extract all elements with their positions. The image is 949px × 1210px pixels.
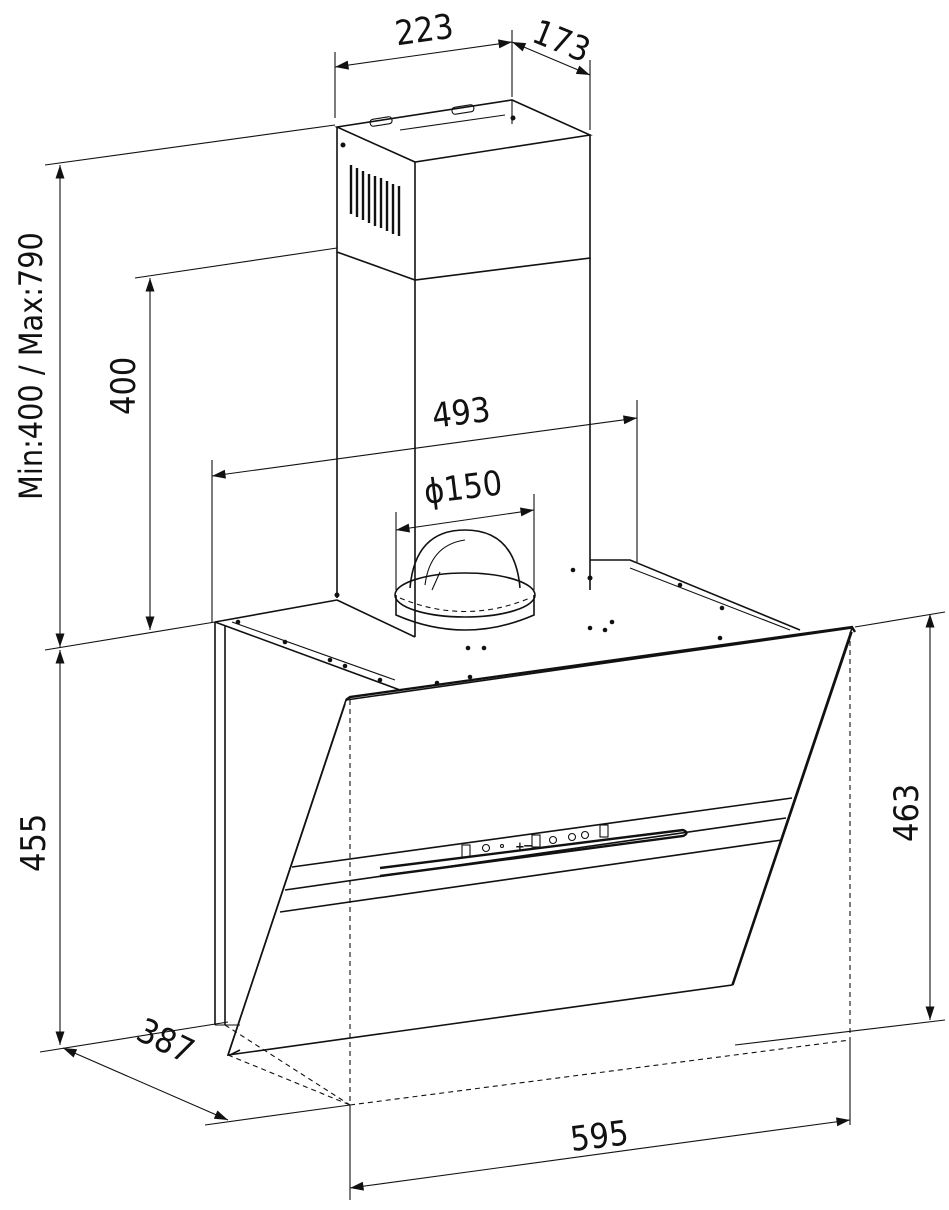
dimension-lines <box>39 30 946 1200</box>
timer-icon <box>567 832 577 842</box>
dim-outlet-diameter: ϕ150 <box>422 463 505 512</box>
light-icon <box>499 843 505 849</box>
minus-symbol: − <box>523 839 533 854</box>
control-panel: + − <box>461 824 609 858</box>
dim-chimney-height-range: Min:400 / Max:790 <box>12 232 50 500</box>
dim-depth: 387 <box>130 1011 200 1073</box>
dim-chimney-width: 223 <box>393 7 456 55</box>
glass-panel: + − <box>226 625 857 1056</box>
plus-symbol: + <box>515 840 525 855</box>
vent-grille <box>349 165 401 236</box>
dim-overall-width: 595 <box>568 1113 631 1160</box>
fan-icon <box>548 835 558 845</box>
dim-lower-chimney-height: 400 <box>104 357 144 415</box>
canopy <box>214 559 851 1026</box>
dim-body-height: 455 <box>14 814 54 872</box>
chimney <box>334 99 593 637</box>
boost-icon <box>580 830 590 840</box>
outlet-collar <box>394 529 536 631</box>
power-icon <box>481 843 491 853</box>
dim-front-height: 463 <box>887 784 927 842</box>
dim-canopy-width: 493 <box>430 390 493 437</box>
dim-chimney-depth: 173 <box>527 12 596 71</box>
